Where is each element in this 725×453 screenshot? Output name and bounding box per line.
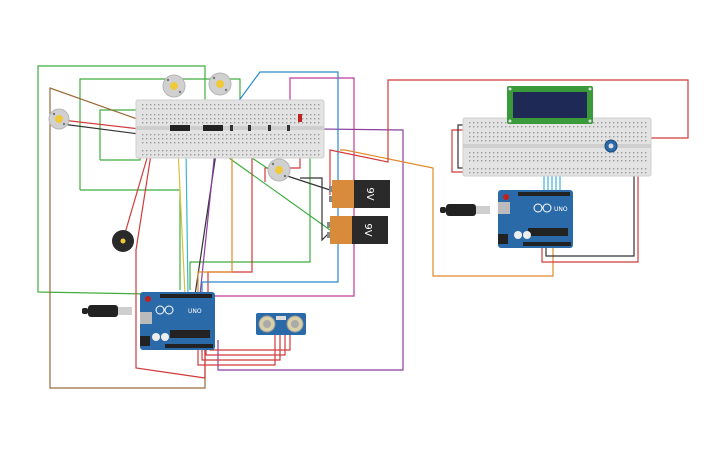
wire-red-sensor-4[interactable] bbox=[209, 335, 291, 351]
breadboard-right bbox=[462, 117, 652, 177]
usb-plug-icon[interactable] bbox=[440, 204, 490, 216]
potentiometer-icon[interactable] bbox=[604, 139, 618, 153]
buzzer-icon[interactable] bbox=[112, 230, 134, 252]
wire-blue[interactable] bbox=[201, 71, 339, 295]
wire-yellow[interactable] bbox=[177, 147, 186, 296]
dc-motor-icon[interactable] bbox=[162, 74, 186, 98]
battery-9v-1[interactable]: 9V bbox=[329, 180, 390, 208]
wire-magenta[interactable] bbox=[212, 77, 355, 297]
wire-purple-2[interactable] bbox=[199, 149, 216, 296]
wire-orange-2[interactable] bbox=[340, 149, 554, 277]
wire-green-outer[interactable] bbox=[37, 65, 206, 296]
dc-motor-icon[interactable] bbox=[208, 72, 232, 96]
wire-red-buzzer[interactable] bbox=[122, 147, 151, 241]
arduino-label: UNO bbox=[554, 206, 568, 213]
wire-red-sensor-2[interactable] bbox=[201, 335, 281, 361]
led-red bbox=[298, 114, 302, 122]
ic-chip-2 bbox=[203, 125, 223, 131]
arduino-uno-right[interactable]: UNO bbox=[498, 190, 573, 248]
diodes bbox=[230, 125, 290, 131]
wire-orange-1[interactable] bbox=[197, 145, 233, 295]
battery-label: 9V bbox=[362, 223, 373, 236]
breadboard-left-holes bbox=[142, 104, 320, 156]
wire-black-r1[interactable] bbox=[457, 124, 465, 169]
wire-red-battery[interactable] bbox=[329, 79, 689, 195]
arduino-uno-left[interactable]: UNO bbox=[140, 292, 215, 350]
ic-chip-1 bbox=[170, 125, 190, 131]
battery-label: 9V bbox=[364, 187, 375, 200]
wire-green-mid[interactable] bbox=[79, 78, 241, 190]
wire-red-r2[interactable] bbox=[541, 170, 639, 263]
wire-black-r2[interactable] bbox=[545, 170, 635, 257]
wire-black-2[interactable] bbox=[194, 139, 219, 296]
wire-cyan[interactable] bbox=[185, 147, 189, 296]
usb-plug-icon[interactable] bbox=[82, 305, 132, 317]
breadboard-left bbox=[135, 99, 325, 159]
breadboard-right-holes bbox=[469, 122, 647, 174]
wire-green-diag[interactable] bbox=[214, 147, 331, 231]
dc-motor-icon[interactable] bbox=[48, 108, 70, 130]
dc-motor-icon[interactable] bbox=[267, 158, 291, 182]
lcd-display[interactable] bbox=[507, 86, 593, 124]
battery-9v-2[interactable]: 9V bbox=[327, 216, 388, 244]
wire-black-battery[interactable] bbox=[300, 177, 331, 242]
ultrasonic-sensor-icon[interactable] bbox=[256, 313, 306, 335]
arduino-label: UNO bbox=[188, 308, 202, 315]
wire-green-right[interactable] bbox=[189, 155, 311, 290]
